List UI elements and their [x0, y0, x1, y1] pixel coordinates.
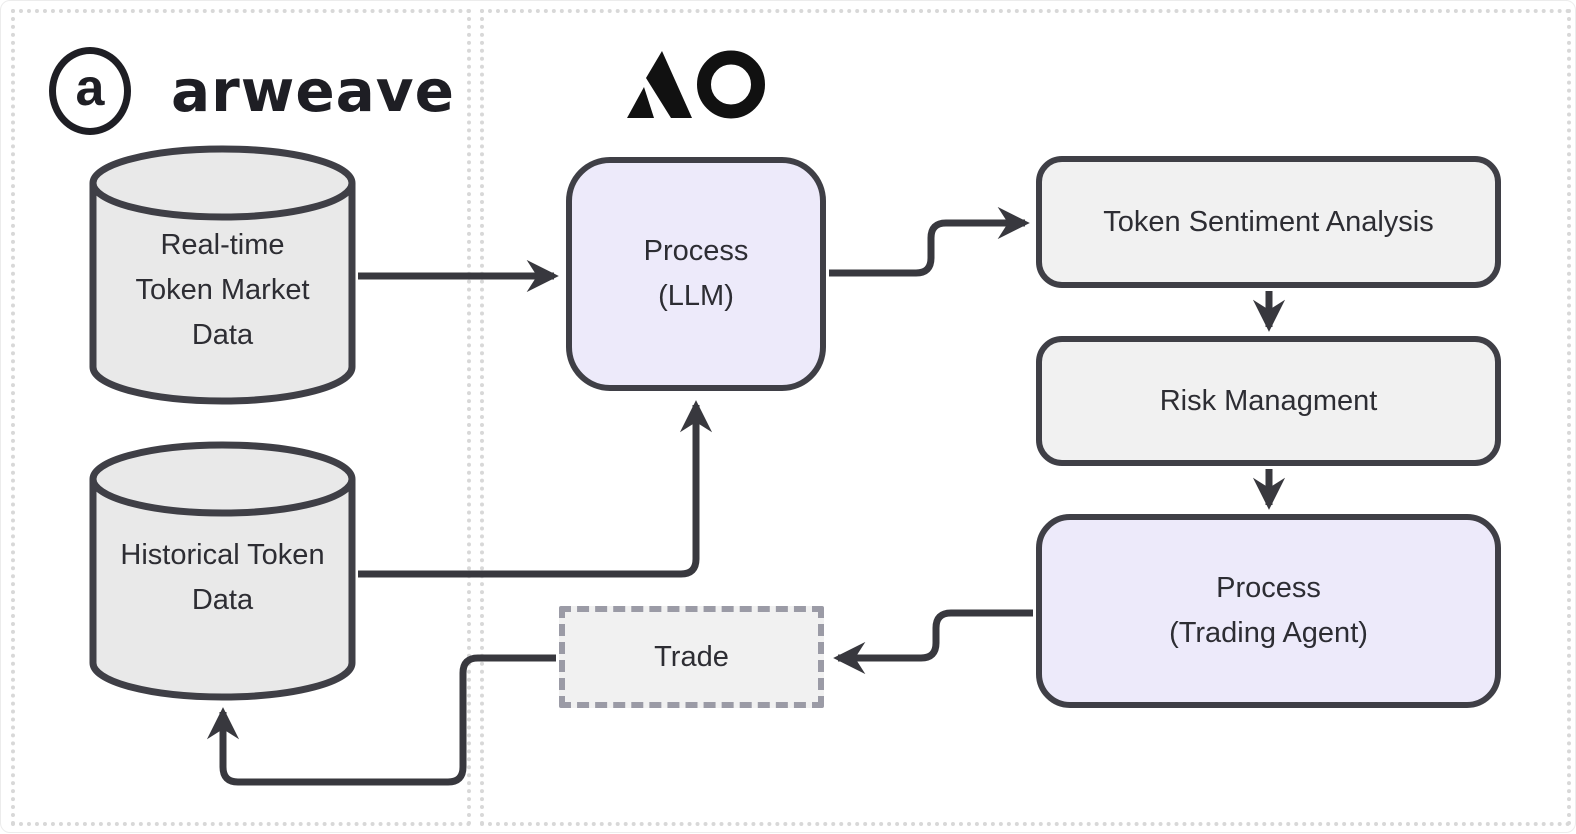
arweave-circle-a-icon: a: [49, 47, 131, 135]
node-label: Process (LLM): [643, 235, 749, 312]
node-label: Token Sentiment Analysis: [1103, 205, 1434, 238]
node-risk-management[interactable]: Risk Managment: [1036, 336, 1501, 466]
node-label: Historical Token Data: [120, 539, 325, 616]
node-realtime-token-market-data[interactable]: Real-time Token Market Data: [89, 145, 356, 407]
node-label: Trade: [654, 640, 729, 673]
node-label: Real-time Token Market Data: [135, 229, 310, 351]
node-process-trading-agent[interactable]: Process (Trading Agent): [1036, 514, 1501, 708]
arweave-logo: a arweave: [49, 47, 455, 135]
node-process-llm[interactable]: Process (LLM): [566, 157, 826, 391]
cylinder-shape: [89, 145, 356, 405]
node-label: Risk Managment: [1159, 384, 1378, 417]
node-historical-token-data[interactable]: Historical Token Data: [89, 441, 356, 703]
node-token-sentiment-analysis[interactable]: Token Sentiment Analysis: [1036, 156, 1501, 288]
node-label: Process (Trading Agent): [1169, 572, 1368, 649]
cylinder-shape: [89, 441, 356, 701]
arweave-wordmark: arweave: [171, 57, 455, 125]
node-trade[interactable]: Trade: [559, 606, 824, 708]
ao-logo-icon: [627, 50, 767, 125]
